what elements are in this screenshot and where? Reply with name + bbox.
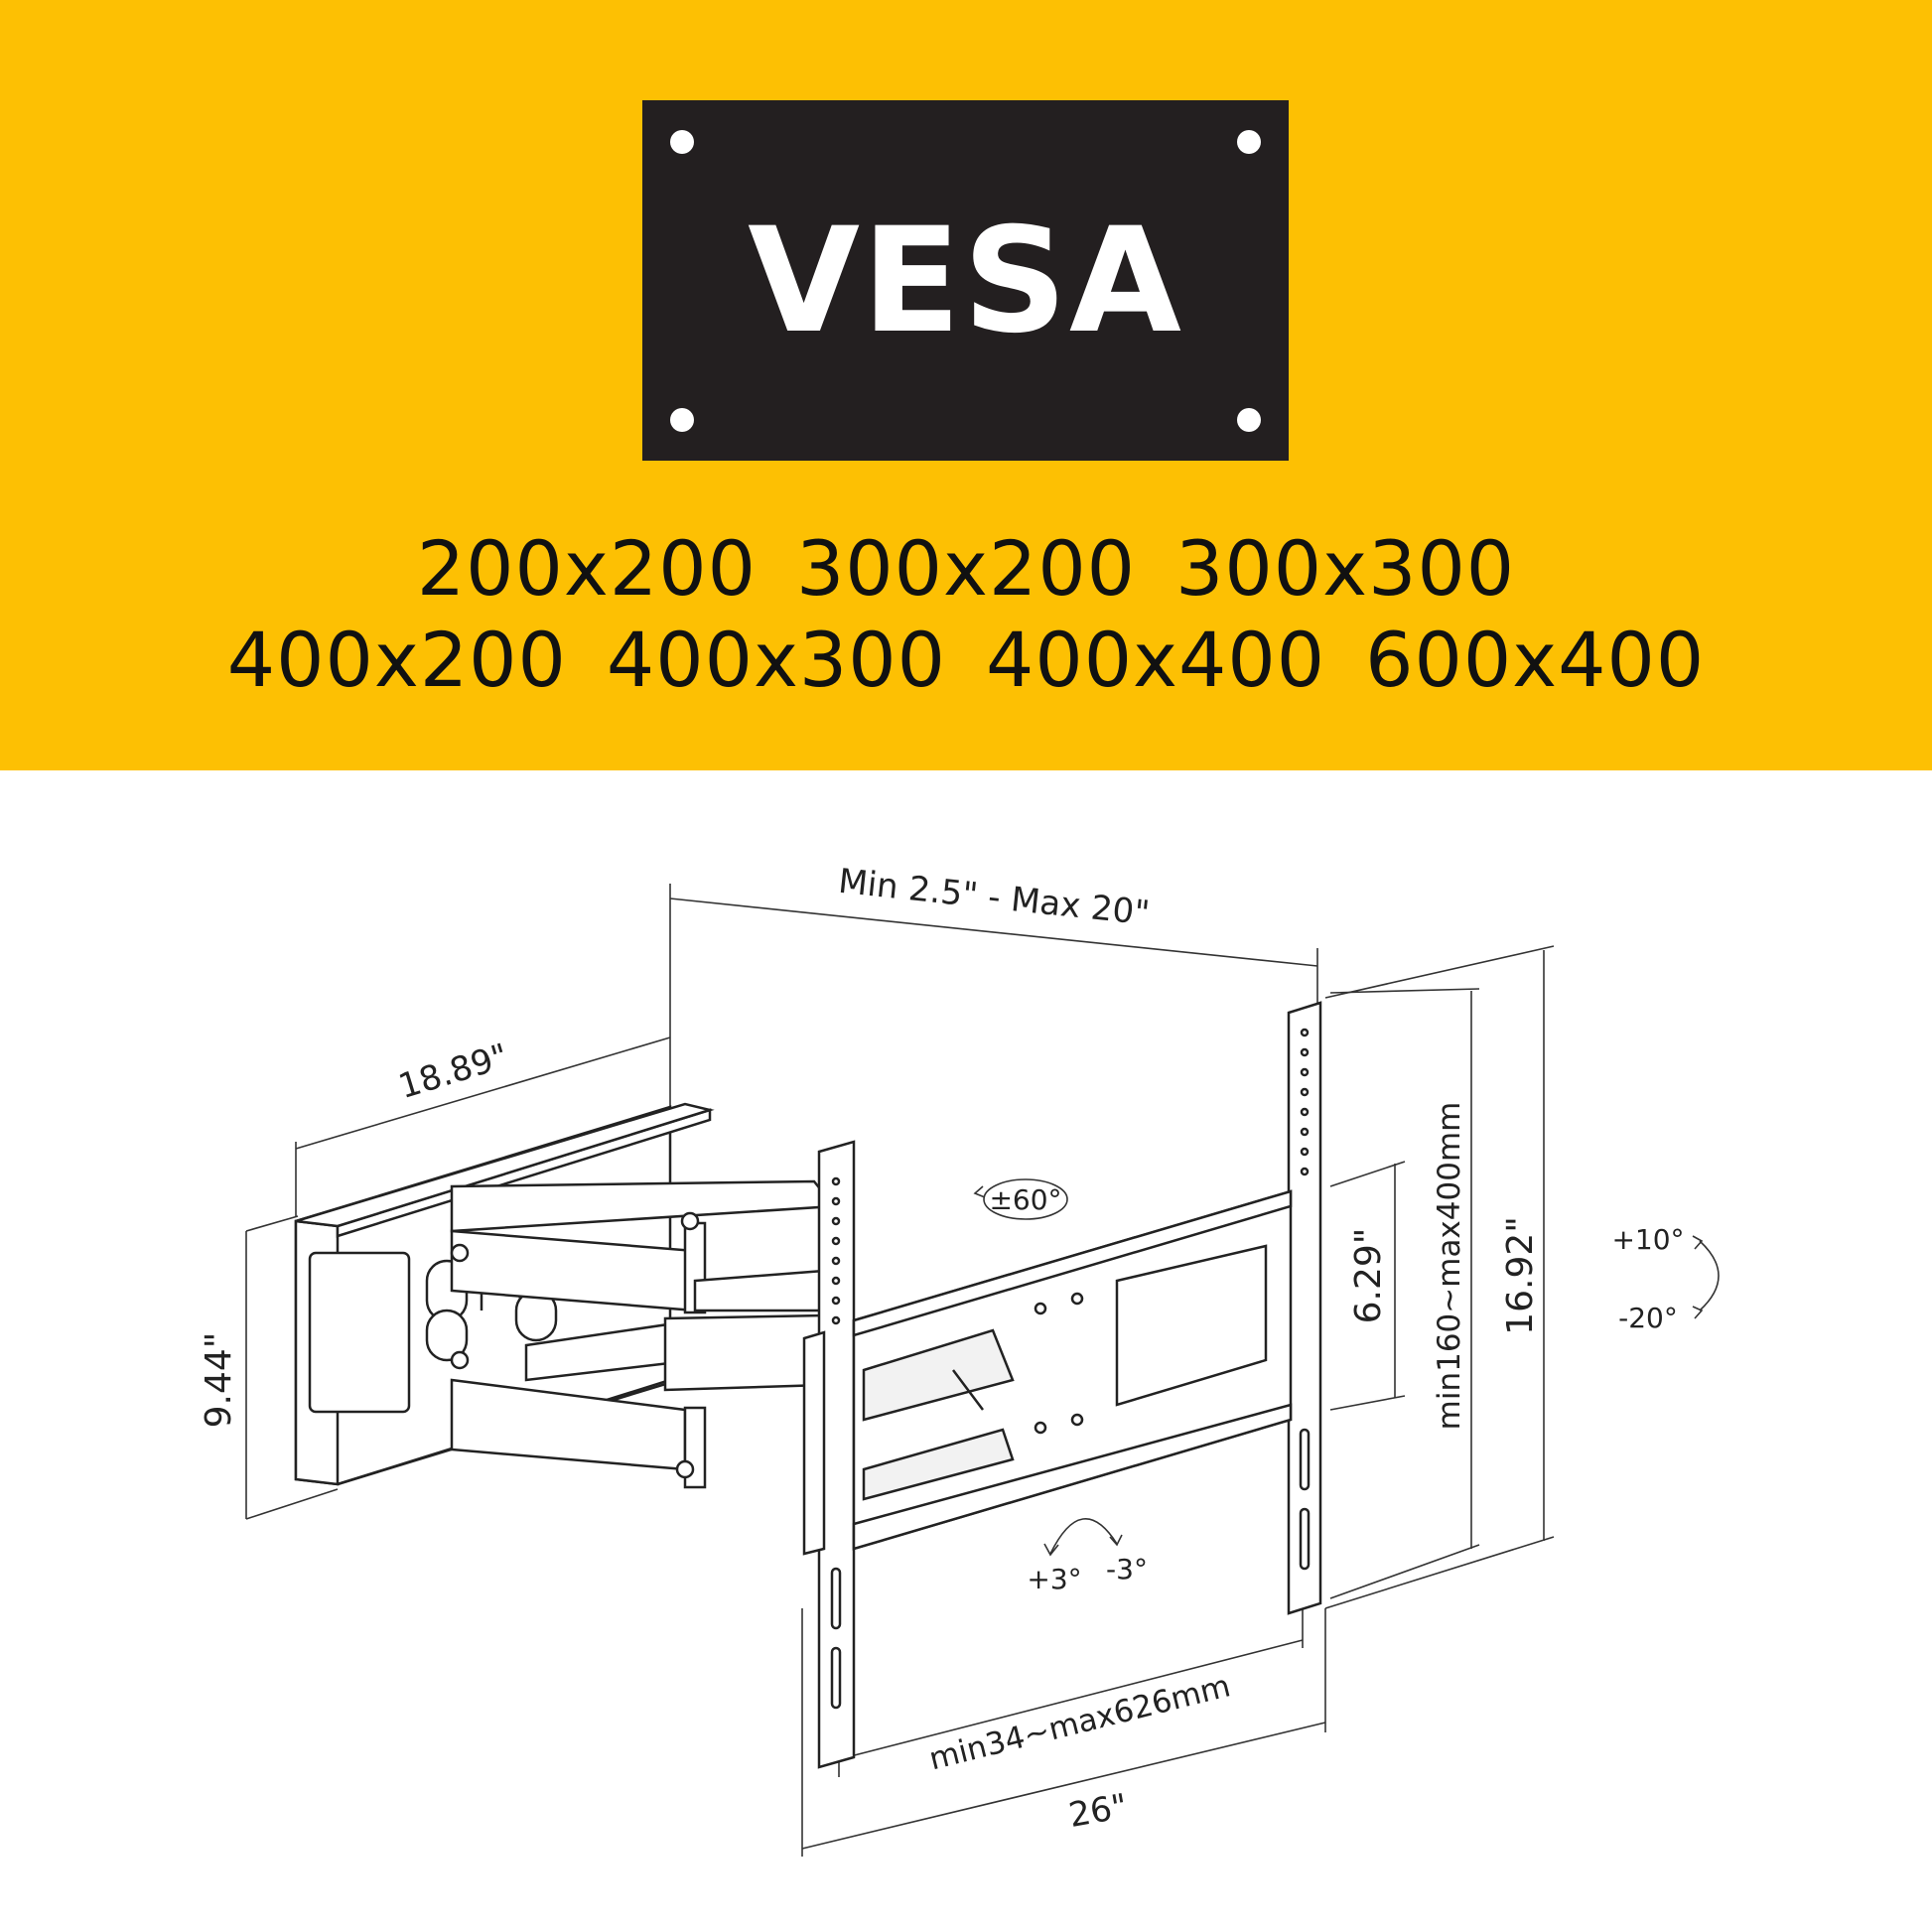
vesa-sizes-row-1: 200x200 300x200 300x300 (0, 524, 1932, 613)
mounting-hole-icon (670, 130, 694, 154)
tilt-down-label: -20° (1618, 1302, 1678, 1334)
bracket-width-label: 26" (1066, 1786, 1131, 1836)
vesa-size: 400x300 (606, 616, 946, 704)
tilt-arrow-icon (1692, 1235, 1720, 1319)
yellow-banner: VESA 200x200 300x200 300x300 400x200 400… (0, 0, 1932, 770)
level-plus-label: +3° (1027, 1563, 1081, 1595)
mount-dimension-diagram: Min 2.5" - Max 20" 18.89" 9.44" ±60° 6.2… (199, 862, 1720, 1857)
vesa-horizontal-range-label: min34~max626mm (925, 1668, 1233, 1777)
vesa-size: 300x200 (795, 524, 1137, 613)
level-arrow-icon (1043, 1518, 1123, 1557)
vesa-sizes-row-2: 400x200 400x300 400x400 600x400 (0, 616, 1932, 704)
level-minus-label: -3° (1106, 1553, 1148, 1586)
wall-plate-height-label: 9.44" (199, 1332, 239, 1429)
tv-plate (852, 1189, 1293, 1551)
bracket-height-label: 16.92" (1500, 1216, 1541, 1335)
mounting-hole-icon (670, 408, 694, 432)
wall-plate-width-label: 18.89" (394, 1036, 513, 1107)
swivel-arrow-icon (973, 1178, 1068, 1220)
tilt-up-label: +10° (1611, 1223, 1684, 1256)
bracket-holes (830, 1028, 1311, 1710)
mounting-hole-icon (1237, 130, 1261, 154)
articulating-arms (450, 1179, 837, 1489)
tv-brackets (802, 1001, 1322, 1769)
swivel-label: ±60° (989, 1183, 1061, 1216)
vesa-logo-plate: VESA (642, 100, 1289, 461)
vesa-size: 600x400 (1365, 616, 1706, 704)
vesa-size: 200x200 (416, 524, 757, 613)
vesa-size: 400x200 (226, 616, 567, 704)
vesa-size: 400x400 (986, 616, 1326, 704)
vesa-title: VESA (748, 197, 1183, 365)
vesa-size: 300x300 (1175, 524, 1516, 613)
mounting-hole-icon (1237, 408, 1261, 432)
vesa-height-small-label: 6.29" (1348, 1228, 1389, 1324)
vesa-vertical-range-label: min160~max400mm (1432, 1102, 1467, 1431)
extension-label: Min 2.5" - Max 20" (837, 862, 1152, 934)
